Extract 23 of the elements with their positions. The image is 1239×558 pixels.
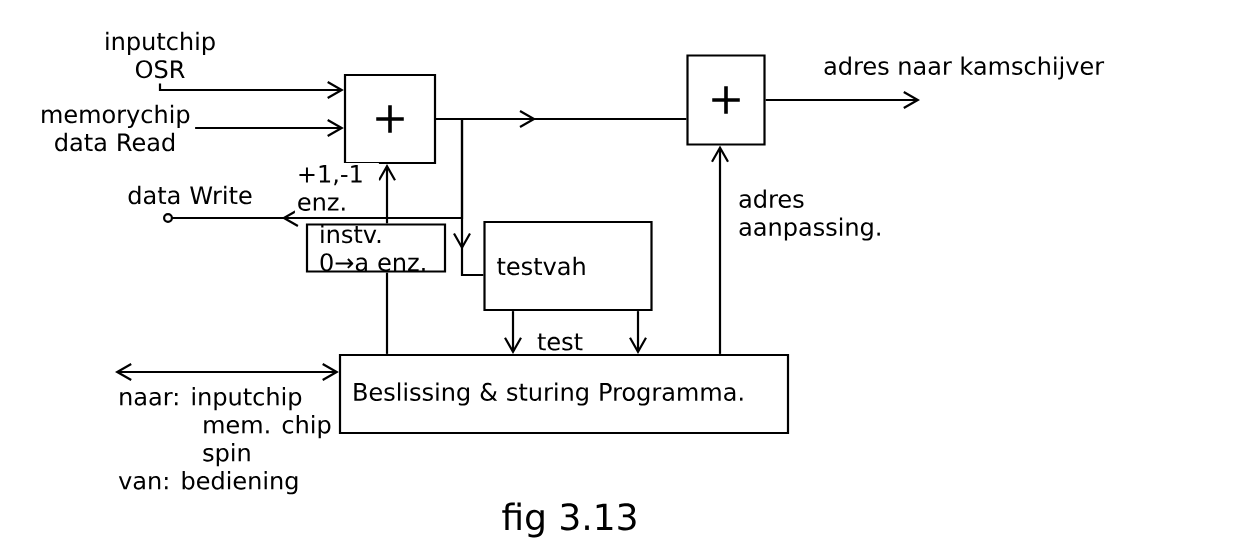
arrow xyxy=(158,81,344,99)
instruction-box: instv. 0→a enz. xyxy=(305,223,447,273)
signal-label: inputchip OSR xyxy=(106,31,215,79)
arrow xyxy=(765,91,920,109)
caption: fig 3.13 xyxy=(502,502,636,538)
adder-box: + xyxy=(343,73,437,165)
arrow xyxy=(504,311,522,354)
process-box: Beslissing & sturing Programma. xyxy=(338,353,790,435)
edge-label: adres naar kamschijver xyxy=(821,54,1107,82)
arrow xyxy=(629,311,647,354)
signal-label: memorychip data Read xyxy=(42,104,190,152)
signal-label: data Write xyxy=(128,185,252,205)
edge-label: adres aanpassing. xyxy=(736,187,880,243)
arrow xyxy=(378,164,396,224)
edge-label: +1,-1 enz. xyxy=(294,163,379,213)
arrow xyxy=(115,363,339,381)
arrow xyxy=(711,145,729,354)
process-box: testvah xyxy=(483,220,653,312)
signal-list: naar: inputchip mem. chip spin van: bediening xyxy=(118,387,331,495)
line xyxy=(385,272,389,354)
adder-box: + xyxy=(686,54,766,146)
note-text: test xyxy=(537,333,583,351)
arrow xyxy=(195,119,344,137)
